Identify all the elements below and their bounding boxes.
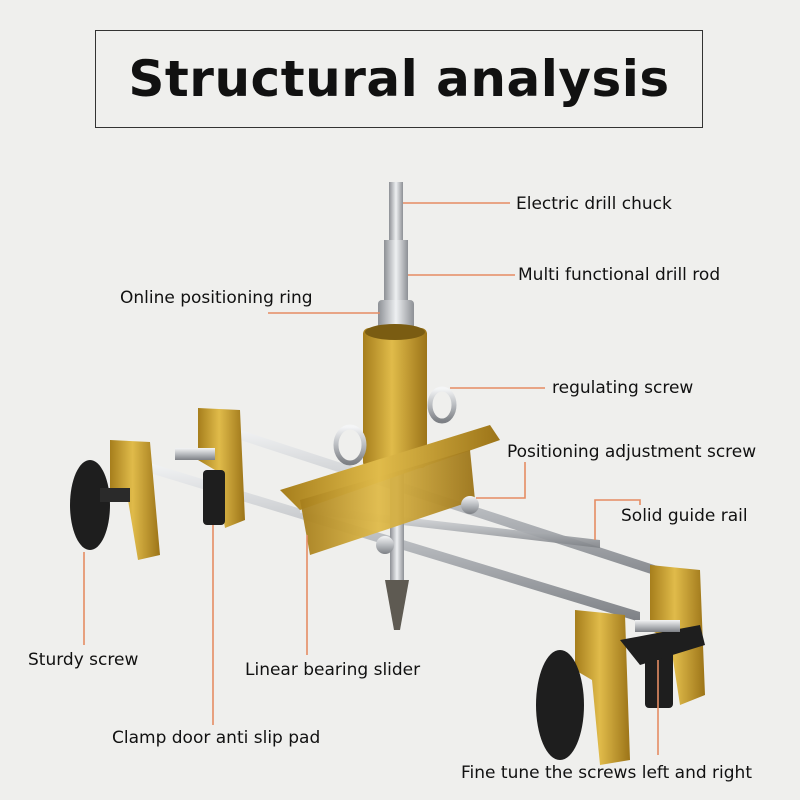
label-positioning-adjustment-screw: Positioning adjustment screw xyxy=(507,442,757,462)
label-linear-bearing-slider: Linear bearing slider xyxy=(245,660,421,680)
label-solid-guide-rail: Solid guide rail xyxy=(621,506,748,526)
label-multi-functional-drill-rod: Multi functional drill rod xyxy=(518,265,721,285)
label-electric-drill-chuck: Electric drill chuck xyxy=(516,194,672,214)
right-clamps xyxy=(536,565,705,765)
label-online-positioning-ring: Online positioning ring xyxy=(120,288,313,308)
label-clamp-door-anti-slip-pad: Clamp door anti slip pad xyxy=(112,728,321,748)
page-title: Structural analysis xyxy=(128,50,670,108)
leader-lines xyxy=(83,202,659,755)
right-knob xyxy=(536,650,584,760)
label-sturdy-screw: Sturdy screw xyxy=(28,650,139,670)
left-clamps xyxy=(70,408,245,560)
title-box: Structural analysis xyxy=(95,30,703,128)
label-fine-tune-screws: Fine tune the screws left and right xyxy=(461,763,752,783)
label-regulating-screw: regulating screw xyxy=(552,378,694,398)
left-knob xyxy=(70,460,110,550)
slider-body xyxy=(280,324,500,555)
